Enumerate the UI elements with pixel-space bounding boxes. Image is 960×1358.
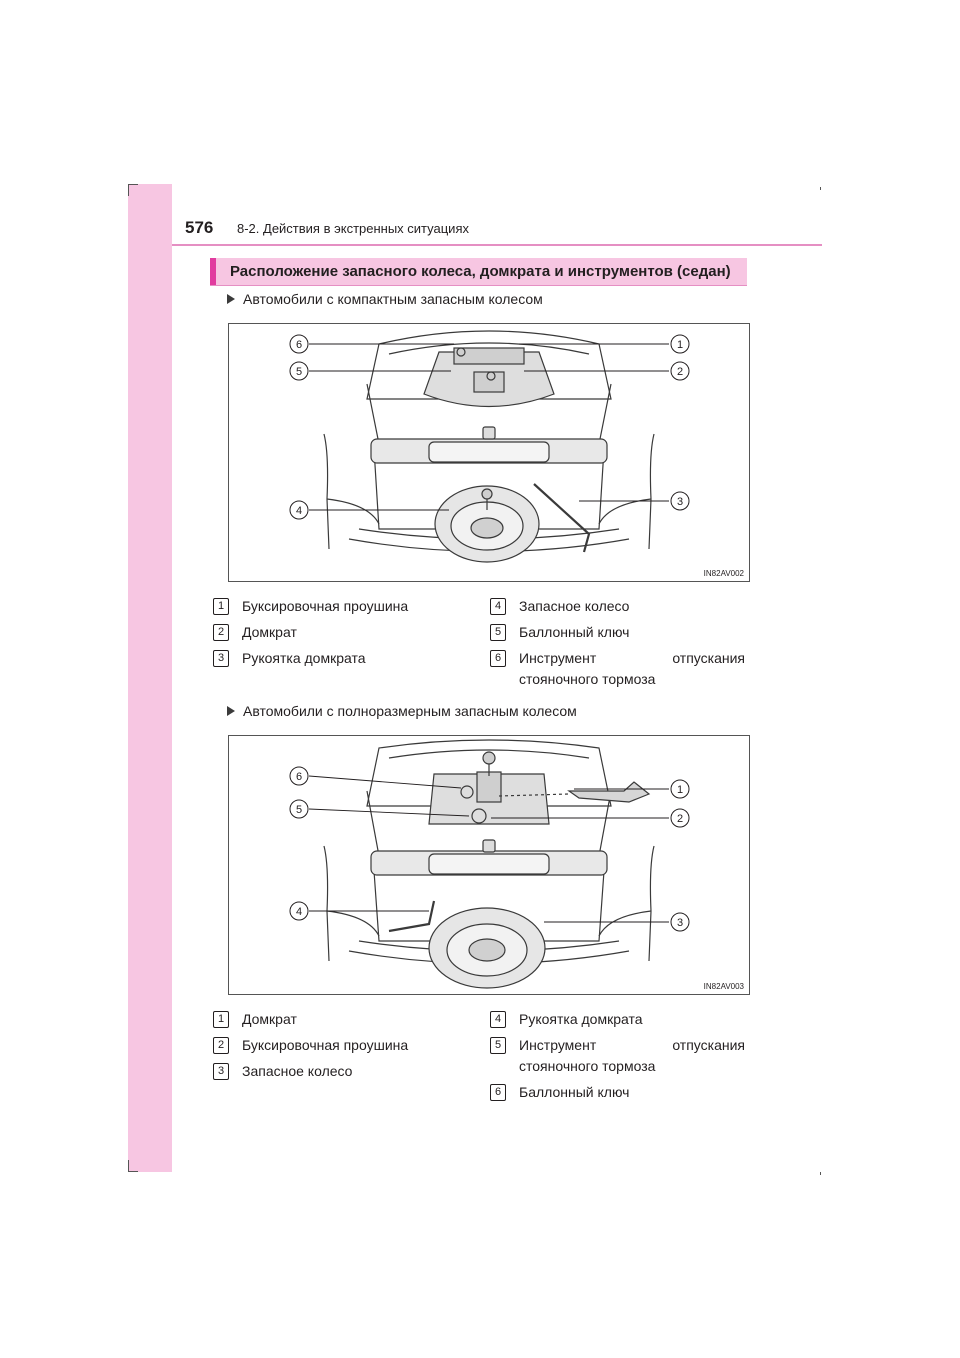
legend-number: 2 [213,624,229,641]
bullet-arrow-icon [227,294,235,304]
crop-mark [820,187,821,190]
bullet-arrow-icon [227,706,235,716]
legend-number: 6 [490,650,506,667]
callout-1: 1 [677,784,683,796]
crop-mark [128,184,129,196]
legend-number: 1 [213,598,229,615]
legend-number: 1 [213,1011,229,1028]
figure-code: IN82AV003 [703,982,744,991]
legend-text: Домкрат [242,1011,297,1027]
legend-text: Инструмент отпускания стояночного тормоза [519,648,745,690]
legend-number: 4 [490,1011,506,1028]
legend-text-word: отпускания [672,650,745,666]
crop-mark [820,1172,821,1175]
callout-5: 5 [296,366,302,378]
callout-6: 6 [296,339,302,351]
legend-number: 6 [490,1084,506,1101]
header-rule [172,244,822,246]
legend-text: Рукоятка домкрата [519,1011,643,1027]
trunk-illustration-compact: 6 5 4 1 2 3 [289,330,690,563]
figure2-bullet: Автомобили с полноразмерным запасным кол… [227,703,577,719]
legend-text-word: Инструмент [519,1037,597,1053]
legend-text: Баллонный ключ [519,1084,630,1100]
callout-2: 2 [677,813,683,825]
side-color-band [128,184,172,1172]
legend-number: 5 [490,1037,506,1054]
legend-text: Запасное колесо [519,598,630,614]
legend-text-line2: стояночного тормоза [519,1058,656,1074]
figure1-bullet: Автомобили с компактным запасным колесом [227,291,543,307]
legend-text: Баллонный ключ [519,624,630,640]
figure1-bullet-text: Автомобили с компактным запасным колесом [243,291,543,307]
callout-6: 6 [296,771,302,783]
figure1-illustration: 6 5 4 1 2 3 IN82AV002 [228,323,750,582]
section-heading-rule [210,285,747,286]
section-heading: Расположение запасного колеса, домкрата … [210,258,747,285]
callout-4: 4 [296,505,302,517]
legend-text: Запасное колесо [242,1063,353,1079]
legend-text: Инструмент отпускания стояночного тормоза [519,1035,745,1077]
figure-code: IN82AV002 [703,569,744,578]
callout-2: 2 [677,366,683,378]
legend-number: 2 [213,1037,229,1054]
legend-number: 3 [213,1063,229,1080]
legend-text: Домкрат [242,624,297,640]
legend-text-line2: стояночного тормоза [519,671,656,687]
legend-number: 4 [490,598,506,615]
callout-1: 1 [677,339,683,351]
callout-3: 3 [677,917,683,929]
legend-text-word: отпускания [672,1037,745,1053]
legend-text: Буксировочная проушина [242,1037,409,1053]
legend-number: 3 [213,650,229,667]
figure2-illustration: 6 5 4 1 2 3 IN82AV003 [228,735,750,995]
running-head: 8-2. Действия в экстренных ситуациях [237,221,469,236]
legend-text-word: Инструмент [519,650,597,666]
crop-mark [128,184,138,185]
crop-mark [128,1171,138,1172]
trunk-illustration-fullsize: 6 5 4 1 2 3 [289,739,690,989]
legend-text: Рукоятка домкрата [242,650,366,666]
legend-number: 5 [490,624,506,641]
crop-mark [128,1160,129,1172]
callout-4: 4 [296,906,302,918]
callout-5: 5 [296,804,302,816]
callout-3: 3 [677,496,683,508]
page-number: 576 [185,218,214,237]
figure2-bullet-text: Автомобили с полноразмерным запасным кол… [243,703,577,719]
legend-text: Буксировочная проушина [242,598,409,614]
